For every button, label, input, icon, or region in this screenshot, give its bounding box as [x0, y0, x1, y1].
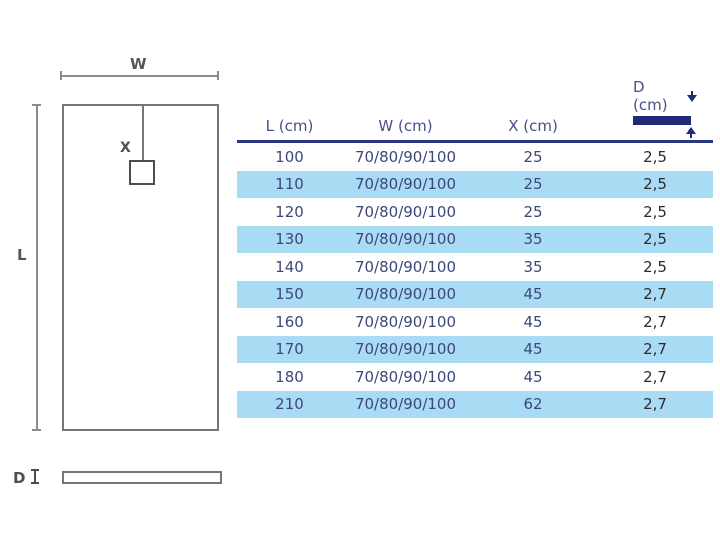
cell-width: 70/80/90/100: [354, 340, 457, 359]
cell-width: 70/80/90/100: [354, 312, 457, 331]
cell-depth: 2,7: [643, 312, 667, 331]
cell-depth: 2,7: [643, 395, 667, 414]
drain-square: [129, 160, 155, 185]
cell-width: 70/80/90/100: [354, 257, 457, 276]
length-dim-tick-bottom: [32, 429, 41, 431]
cell-depth: 2,5: [643, 257, 667, 276]
cell-width: 70/80/90/100: [354, 175, 457, 194]
header-drain-offset: X (cm): [508, 117, 558, 135]
table-body: 100 70/80/90/100 25 2,5 110 70/80/90/100…: [237, 143, 713, 418]
length-dimension-label: L: [17, 246, 27, 264]
length-dimension-line: [36, 104, 38, 431]
header-length: L (cm): [265, 117, 314, 135]
cell-width: 70/80/90/100: [354, 395, 457, 414]
width-dim-tick-right: [217, 71, 219, 80]
cell-drain-offset: 25: [523, 202, 543, 221]
table-row: 150 70/80/90/100 45 2,7: [237, 280, 713, 308]
cell-drain-offset: 62: [523, 395, 543, 414]
width-dim-tick-left: [60, 71, 62, 80]
drain-offset-label: X: [120, 140, 131, 156]
cell-width: 70/80/90/100: [354, 367, 457, 386]
cell-width: 70/80/90/100: [354, 285, 457, 304]
cell-length: 120: [275, 202, 304, 221]
cell-drain-offset: 25: [523, 175, 543, 194]
table-row: 100 70/80/90/100 25 2,5: [237, 143, 713, 171]
cell-depth: 2,5: [643, 147, 667, 166]
arrow-down-icon: [686, 90, 697, 102]
cell-width: 70/80/90/100: [354, 147, 457, 166]
cell-depth: 2,7: [643, 340, 667, 359]
table-row: 110 70/80/90/100 25 2,5: [237, 170, 713, 198]
cell-length: 150: [275, 285, 304, 304]
cell-width: 70/80/90/100: [354, 230, 457, 249]
cell-depth: 2,5: [643, 175, 667, 194]
cell-drain-offset: 35: [523, 230, 543, 249]
cell-drain-offset: 45: [523, 367, 543, 386]
cell-depth: 2,5: [643, 202, 667, 221]
cell-length: 100: [275, 147, 304, 166]
depth-dimension-label: D: [13, 469, 26, 487]
table-row: 130 70/80/90/100 35 2,5: [237, 225, 713, 253]
table-row: 210 70/80/90/100 62 2,7: [237, 390, 713, 418]
table-row: 120 70/80/90/100 25 2,5: [237, 198, 713, 226]
table-row: 140 70/80/90/100 35 2,5: [237, 253, 713, 281]
cell-depth: 2,7: [643, 285, 667, 304]
drain-offset-line: [142, 104, 144, 172]
table-row: 180 70/80/90/100 45 2,7: [237, 363, 713, 391]
cell-length: 130: [275, 230, 304, 249]
depth-bar-icon: [633, 116, 691, 125]
cell-drain-offset: 35: [523, 257, 543, 276]
table-row: 170 70/80/90/100 45 2,7: [237, 335, 713, 363]
tray-side-view: [62, 471, 222, 484]
cell-length: 170: [275, 340, 304, 359]
cell-drain-offset: 45: [523, 285, 543, 304]
arrow-up-icon: [685, 127, 697, 138]
cell-drain-offset: 25: [523, 147, 543, 166]
header-depth: D (cm): [633, 78, 697, 138]
length-dim-tick-top: [32, 104, 41, 106]
cell-length: 110: [275, 175, 304, 194]
cell-length: 180: [275, 367, 304, 386]
width-dimension-label: W: [130, 55, 147, 73]
cell-width: 70/80/90/100: [354, 202, 457, 221]
cell-depth: 2,7: [643, 367, 667, 386]
cell-drain-offset: 45: [523, 340, 543, 359]
table-header-row: L (cm) W (cm) X (cm) D (cm): [237, 78, 713, 143]
cell-depth: 2,5: [643, 230, 667, 249]
cell-length: 140: [275, 257, 304, 276]
tray-outline: [62, 104, 219, 431]
cell-length: 160: [275, 312, 304, 331]
header-depth-label: D (cm): [633, 78, 668, 114]
cell-drain-offset: 45: [523, 312, 543, 331]
thickness-tick-icon: [31, 469, 39, 484]
width-dimension-line: [60, 75, 219, 77]
header-width: W (cm): [378, 117, 433, 135]
table-row: 160 70/80/90/100 45 2,7: [237, 308, 713, 336]
cell-length: 210: [275, 395, 304, 414]
dimension-table: L (cm) W (cm) X (cm) D (cm) 100 70/80/90…: [237, 78, 713, 418]
